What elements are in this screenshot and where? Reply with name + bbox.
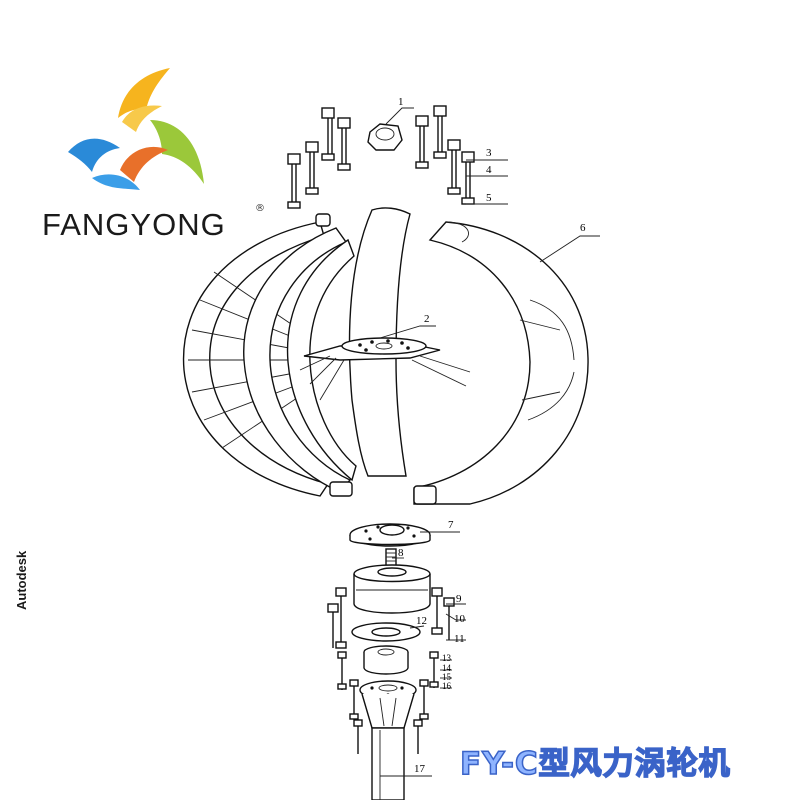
lower-bolts (327, 587, 455, 754)
model-title: FY-C型风力涡轮机 (459, 745, 731, 783)
hub-plate (299, 337, 471, 401)
top-flange (349, 523, 431, 547)
callout-11: 11 (454, 633, 465, 645)
registered-mark: ® (255, 203, 265, 214)
tower-mount (359, 680, 417, 800)
fangyong-logo (68, 68, 204, 190)
callout-labels: 1 2 3 4 5 6 7 8 9 10 11 12 13 14 15 16 1… (398, 96, 586, 775)
callout-4: 4 (486, 164, 492, 176)
callout-14: 14 (442, 663, 452, 673)
callout-10: 10 (454, 613, 466, 625)
callout-16: 16 (442, 681, 452, 691)
callout-12: 12 (416, 615, 427, 627)
generator (353, 564, 431, 614)
callout-7: 7 (448, 519, 454, 531)
callout-8: 8 (398, 547, 404, 559)
mid-coupling (363, 645, 409, 675)
callout-13: 13 (442, 653, 452, 663)
callout-6: 6 (580, 222, 586, 234)
callout-3: 3 (486, 147, 492, 159)
callout-5: 5 (486, 192, 492, 204)
callout-17: 17 (414, 763, 426, 775)
callout-9: 9 (456, 593, 462, 605)
top-bolts (287, 105, 475, 209)
callout-leaders (379, 107, 600, 777)
callout-2: 2 (424, 313, 430, 325)
callout-1: 1 (398, 96, 404, 108)
callout-15: 15 (442, 672, 452, 682)
gasket (351, 622, 421, 642)
hex-nut (367, 123, 403, 151)
brand-name: FANGYONG (42, 207, 226, 242)
autodesk-watermark: Autodesk (14, 550, 29, 610)
